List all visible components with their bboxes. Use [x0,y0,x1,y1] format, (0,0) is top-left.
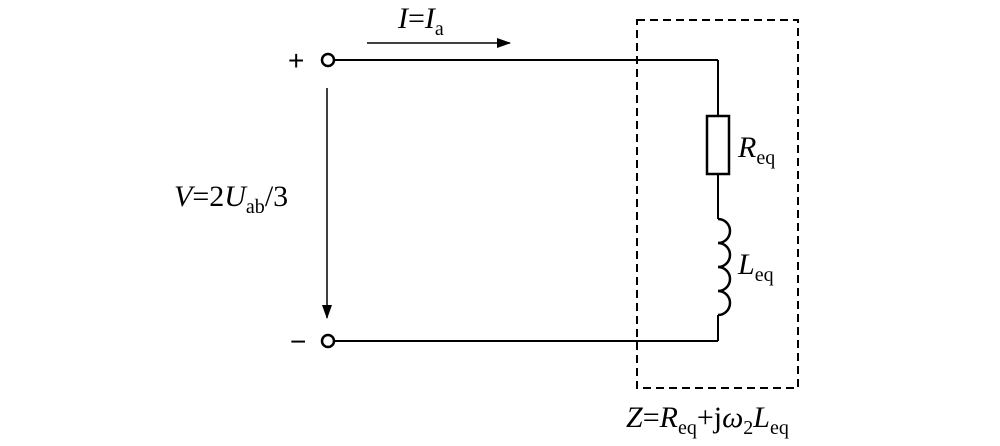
impedance-formula: Z=Req+jω2Leq [626,401,789,439]
minus-sign: − [290,326,306,357]
plus-sign: + [288,45,304,76]
inductor-label: Leq [737,248,774,286]
current-label: I=Ia [397,2,444,40]
resistor-symbol [705,114,731,176]
inductor-symbol [717,217,732,317]
resistor-label: Req [737,131,775,169]
impedance-box [636,19,799,389]
plus-terminal [320,52,336,68]
minus-terminal [320,333,336,349]
voltage-label: V=2Uab/3 [174,180,288,218]
